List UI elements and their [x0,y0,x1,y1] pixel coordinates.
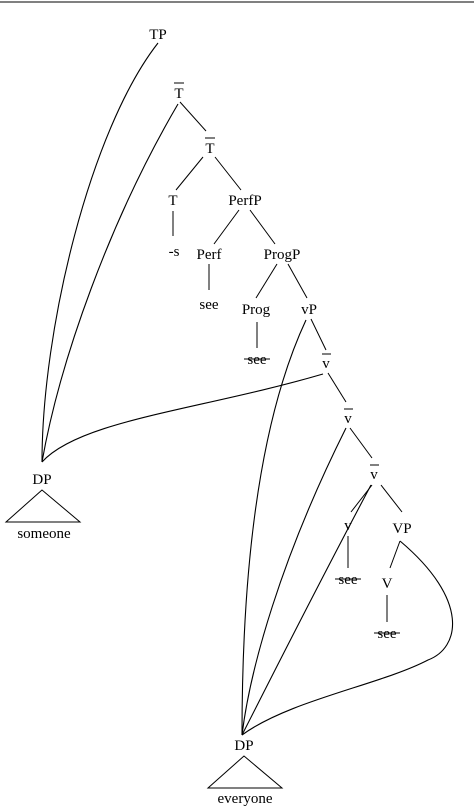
node-vbar2: v [344,411,352,427]
node-progp: ProgP [264,247,301,263]
node-t: T [168,193,177,209]
node-tbar2: T [205,141,214,157]
node-see-prog: see [247,352,266,368]
node-dp-object: DP [234,738,253,754]
edge-vbar2-vbar3 [349,427,373,459]
arc-vbar2-object [241,427,347,736]
edge-progp-vp [287,263,308,299]
node-perfp: PerfP [228,193,261,209]
node-see-perf: see [199,297,218,313]
node-someone: someone [17,526,71,542]
triangle-object-dp [206,755,284,789]
node-vp-little: vP [301,302,317,318]
node-vbar3: v [370,467,378,483]
arc-vpbig-object [241,540,454,736]
edge-perfp-progp [249,209,276,245]
arc-vbar3-object [241,484,372,736]
edge-vbar3-vpbig [380,484,403,513]
node-everyone: everyone [218,791,273,806]
node-vbar1: v [322,356,330,372]
arc-vp-object [241,319,307,736]
edge-vp-vbar1 [310,318,327,351]
edge-vpbig-vbig [389,540,401,569]
arc-tbar-subject [41,103,179,463]
node-v-little: v [344,518,352,534]
arc-vbar-subject [41,373,324,463]
triangle-subject-dp [4,489,82,523]
edge-vbar1-vbar2 [327,372,347,403]
node-v-big: V [382,576,393,592]
node-see-v: see [338,572,357,588]
node-vp-big: VP [392,521,411,537]
node-perf: Perf [197,247,222,263]
edge-tbar1-tbar2 [179,101,207,132]
node-see-vbig: see [377,626,396,642]
edge-perfp-perf [213,209,240,245]
node-tbar1: T [174,86,183,102]
edge-tbar2-perfp [214,156,242,191]
arc-tp-subject [41,42,159,463]
edge-progp-prog [255,263,278,299]
node-dp-subject: DP [32,472,51,488]
node-tp: TP [149,27,167,43]
edge-tbar2-t [175,156,204,191]
node-s: -s [169,244,180,260]
node-prog: Prog [242,302,271,318]
